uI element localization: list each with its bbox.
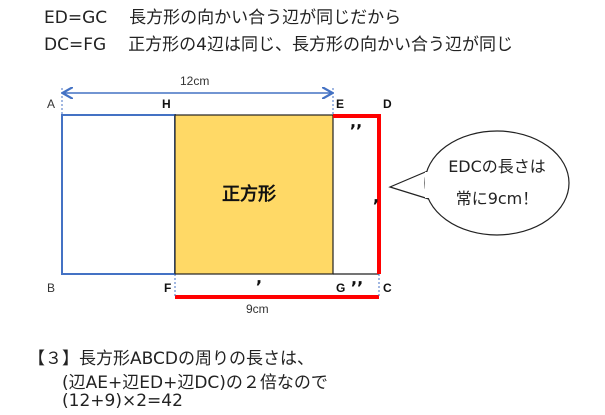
speech-bubble-tail — [388, 169, 433, 201]
answer-line-2: (辺AE+辺ED+辺DC)の２倍なので — [62, 373, 328, 393]
speech-bubble — [424, 130, 570, 236]
point-d: D — [383, 97, 392, 111]
bottom-label: 9cm — [246, 302, 269, 316]
answer-text: 長方形ABCDの周りの長さは、 — [79, 349, 314, 369]
svg-text:,,: ,, — [351, 269, 363, 288]
point-h: H — [162, 97, 171, 111]
explanation-line-2: DC=FG 正方形の4辺は同じ、長方形の向かい合う辺が同じ — [44, 30, 513, 55]
width-label: 12cm — [180, 74, 209, 88]
left-rectangle — [61, 114, 176, 275]
point-b: B — [47, 281, 55, 295]
bubble-line-1: EDCの長さは — [448, 157, 546, 176]
equation: DC=FG — [44, 35, 107, 55]
reason: 長方形の向かい合う辺が同じだから — [129, 8, 402, 28]
point-g: G — [336, 281, 345, 295]
square — [174, 114, 334, 275]
answer-line-3: (12+9)×2=42 — [62, 391, 183, 411]
point-e: E — [336, 97, 344, 111]
equation: ED=GC — [44, 8, 108, 28]
point-f: F — [164, 281, 171, 295]
svg-text:,: , — [373, 187, 379, 206]
point-c: C — [383, 281, 392, 295]
answer-line-1: 【３】長方形ABCDの周りの長さは、 — [28, 344, 314, 369]
square-label: 正方形 — [222, 183, 276, 205]
explanation-line-1: ED=GC 長方形の向かい合う辺が同じだから — [44, 3, 401, 28]
tick-marks: ,,,,,, — [256, 112, 379, 288]
reason: 正方形の4辺は同じ、長方形の向かい合う辺が同じ — [128, 35, 513, 55]
svg-text:,: , — [256, 268, 262, 287]
segment-edc — [333, 114, 381, 274]
svg-text:,,: ,, — [350, 112, 362, 131]
point-a: A — [47, 97, 55, 111]
bubble-line-2: 常に9cm！ — [456, 189, 539, 208]
answer-number: 【３】 — [28, 349, 79, 369]
